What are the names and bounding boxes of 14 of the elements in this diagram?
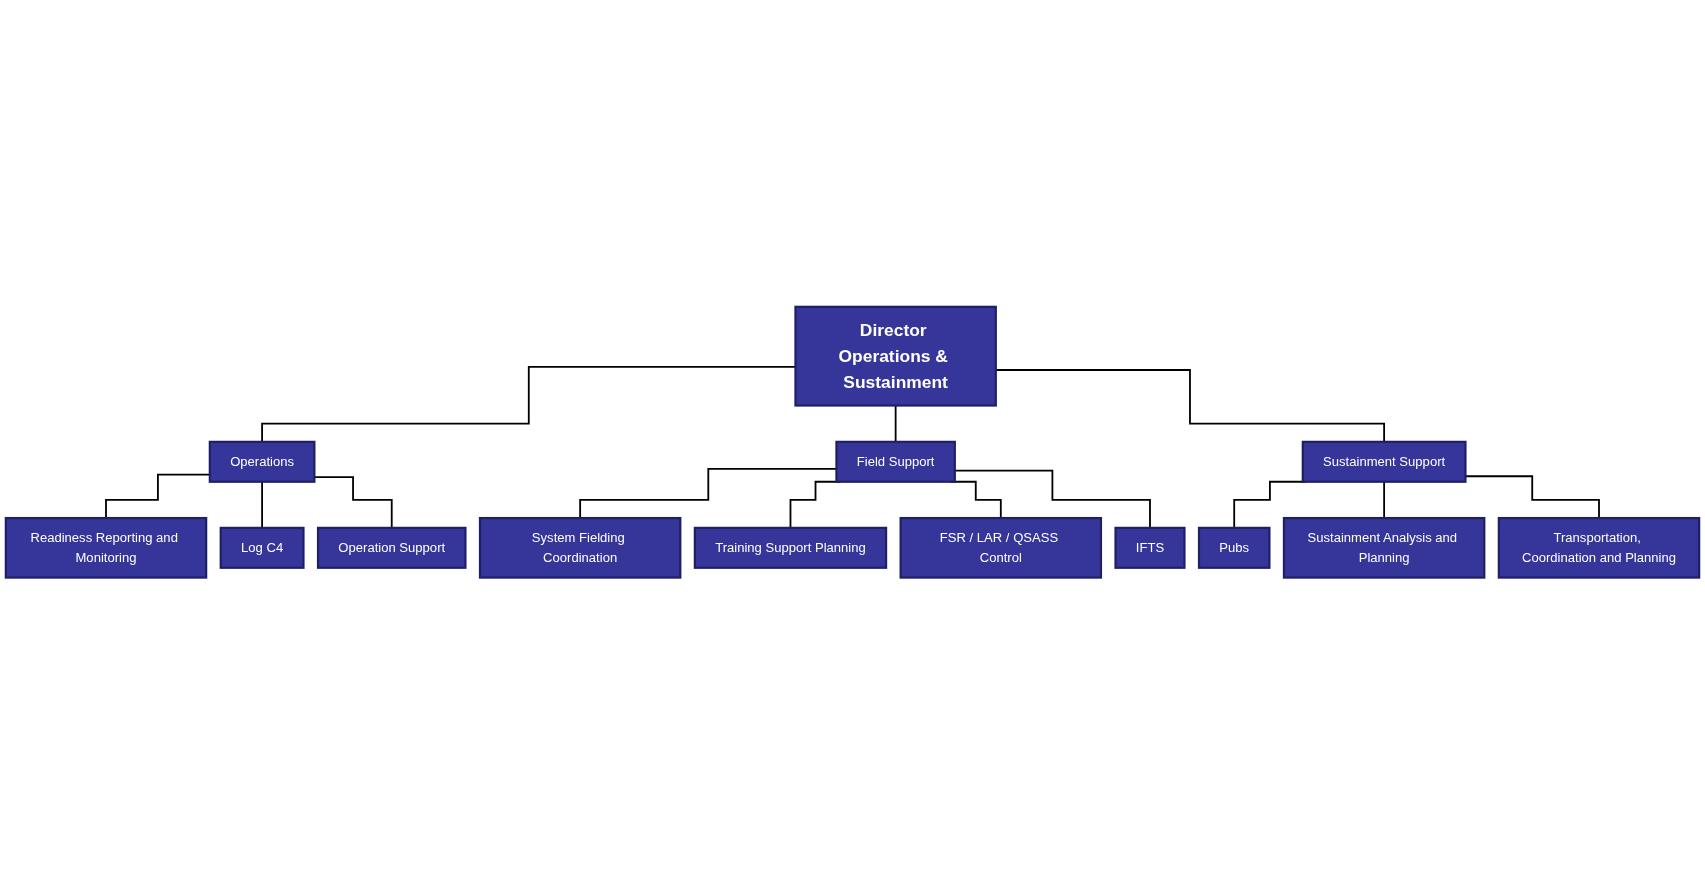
node-box: Operations — [208, 440, 316, 483]
node-box: System Fielding Coordination — [478, 516, 682, 579]
node-box: Pubs — [1197, 526, 1271, 569]
node-box: Field Support — [835, 440, 956, 483]
node-box: Readiness Reporting and Monitoring — [4, 516, 208, 579]
node-box: Sustainment Support — [1301, 440, 1467, 483]
node-box: Operation Support — [316, 526, 467, 569]
node-box: Training Support Planning — [693, 526, 888, 569]
node-box: IFTS — [1114, 526, 1186, 569]
node-box: Transportation, Coordination and Planning — [1497, 516, 1701, 579]
node-box: FSR / LAR / QSASS Control — [899, 516, 1103, 579]
node-box: Sustainment Analysis and Planning — [1282, 516, 1486, 579]
node-box: Log C4 — [219, 526, 305, 569]
node-box: Director Operations & Sustainment — [794, 305, 997, 407]
